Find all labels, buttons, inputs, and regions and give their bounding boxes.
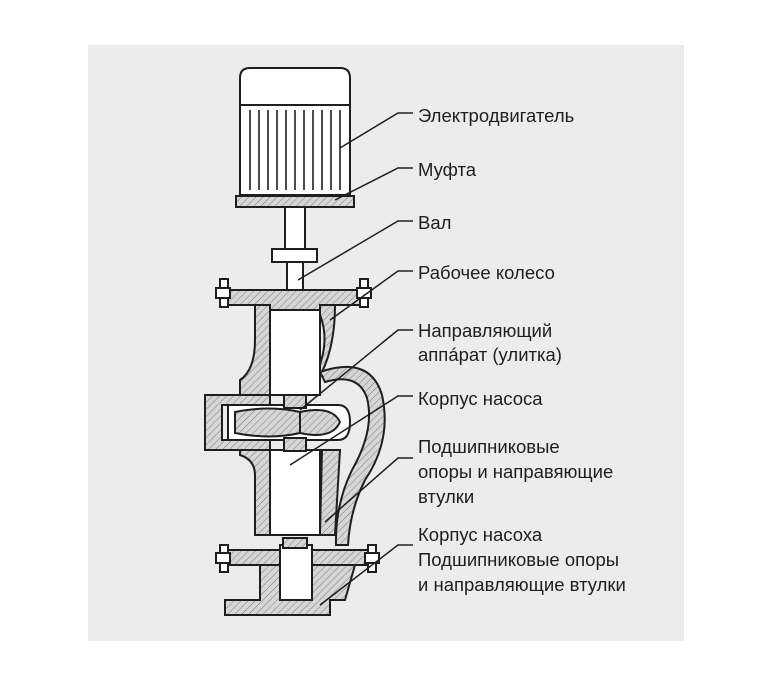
leader-impeller — [329, 270, 413, 321]
volute — [318, 365, 386, 546]
leader-casing — [289, 395, 413, 466]
leader-motor — [339, 112, 413, 149]
label-guide-line2: аппáрат (улитка) — [418, 344, 562, 365]
lower-chamber — [269, 449, 321, 536]
bolt-top-left — [215, 278, 231, 308]
label-casing: Корпус насоса — [418, 388, 543, 409]
left-wall-upper — [239, 304, 271, 396]
label-coupling: Муфта — [418, 159, 477, 180]
label-bearings-line2: опоры и направяющие — [418, 461, 614, 482]
label-guide-line1: Направляющий — [418, 320, 553, 341]
motor-fins — [249, 110, 341, 190]
impeller-hub-top — [283, 394, 307, 409]
upper-shaft — [284, 206, 306, 251]
bolt-top-right — [356, 278, 372, 308]
label-bearings-line1: Подшипниковые — [418, 436, 560, 457]
leader-shaft — [297, 220, 413, 281]
diagram-background — [88, 45, 684, 641]
leader-bearings — [324, 457, 413, 523]
label-lower-line1: Подшипниковые опоры — [418, 549, 620, 570]
impeller — [227, 394, 352, 549]
label-lower-line2: и направляющие втулки — [418, 574, 626, 595]
top-flange — [224, 289, 361, 311]
coupling — [271, 248, 318, 263]
bolts — [215, 278, 380, 573]
motor-flange — [235, 195, 355, 208]
impeller-hub-bottom — [283, 437, 307, 452]
leader-guide — [299, 329, 413, 411]
bolt-bottom-left — [215, 544, 231, 573]
leader-lines — [289, 112, 413, 606]
leader-coupling — [334, 167, 413, 201]
upper-chamber — [269, 309, 321, 396]
label-casing2: Корпус насоха — [418, 524, 543, 545]
left-outlet — [204, 394, 271, 451]
label-motor: Электродвигатель — [418, 105, 575, 126]
label-shaft: Вал — [418, 212, 452, 233]
motor-cap — [239, 67, 351, 106]
motor — [235, 67, 355, 208]
lower-bearing-housing — [279, 544, 313, 601]
label-impeller: Рабочее колесо — [418, 262, 555, 283]
casing-cavities — [269, 309, 321, 601]
left-wall-lower — [239, 449, 271, 536]
lower-bushing — [282, 537, 308, 549]
label-bearings-line3: втулки — [418, 486, 475, 507]
leader-lower — [319, 544, 413, 606]
